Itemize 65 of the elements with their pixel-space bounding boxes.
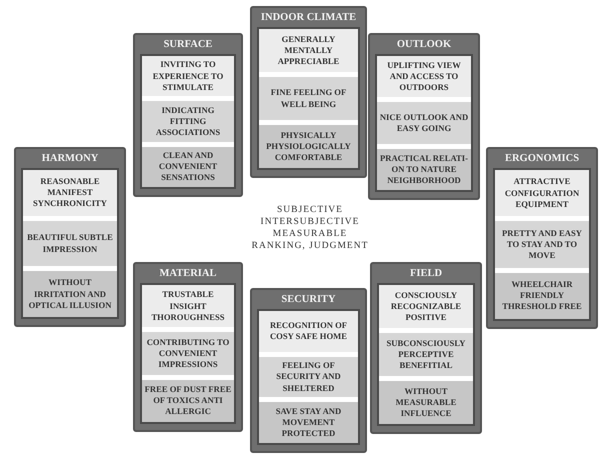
category-card xyxy=(370,262,482,434)
category-card xyxy=(133,262,243,432)
card-heading: SECURITY xyxy=(280,293,337,307)
criterion-text: INVITING TO EXPERIENCE TO STIMULATE xyxy=(152,59,224,93)
criterion-band xyxy=(495,272,589,319)
criterion-band xyxy=(379,381,473,424)
criterion-text: PRETTY AND EASY TO STAY AND TO MOVE xyxy=(501,228,583,262)
criterion-text: FREE OF DUST FREE OF TOXICS ANTI ALLERGIC xyxy=(144,384,232,418)
criterion-text: WHEELCHAIR FRIENDLY THRESHOLD FREE xyxy=(501,279,583,313)
criterion-band xyxy=(259,356,358,398)
criterion-text: FINE FEELING OF WELL BEING xyxy=(270,87,348,110)
card-heading: SURFACE xyxy=(162,38,214,52)
card-heading: ERGONOMICS xyxy=(504,152,580,166)
criterion-text: TRUSTABLE INSIGHT THOROUGHNESS xyxy=(150,289,226,323)
criterion-band xyxy=(259,125,358,168)
criterion-text: CONSCIOUSLY RECOGNIZABLE POSITIVE xyxy=(390,290,462,324)
criterion-band xyxy=(142,146,234,187)
criterion-text: CONTRIBUTING TO CONVENIENT IMPRESSIONS xyxy=(146,336,230,370)
criterion-text: SAVE STAY AND MOVEMENT PROTECTED xyxy=(274,406,342,440)
card-heading: HARMONY xyxy=(40,152,100,166)
criterion-text: PHYSICALLY PHYSIOLOGICALLY COMFORTABLE xyxy=(265,130,352,164)
criterion-band xyxy=(23,220,117,266)
criterion-text: SUBCONSCIOUSLY PERCEPTIVE BENEFITIAL xyxy=(386,338,466,372)
criterion-band xyxy=(495,221,589,268)
center-label: MEASURABLE xyxy=(272,229,348,239)
criterion-band xyxy=(379,333,473,376)
criterion-band xyxy=(142,101,234,142)
criterion-band xyxy=(259,29,358,72)
criterion-band xyxy=(379,285,473,328)
criterion-text: PRACTICAL RELATI- ON TO NATURE NEIGHBORHOOD xyxy=(379,152,469,186)
center-label: RANKING, JUDGMENT xyxy=(250,241,370,251)
criterion-band xyxy=(142,285,234,328)
card-heading: INDOOR CLIMATE xyxy=(260,11,358,25)
category-card xyxy=(133,33,243,197)
category-card xyxy=(486,147,598,329)
criterion-text: INDICATING FITTING ASSOCIATIONS xyxy=(154,104,222,138)
criterion-text: FEELING OF SECURITY AND SHELTERED xyxy=(275,360,342,394)
criterion-band xyxy=(377,102,471,144)
criterion-band xyxy=(377,56,471,98)
center-label: SUBJECTIVE xyxy=(276,205,344,215)
criterion-band xyxy=(495,170,589,216)
criterion-band xyxy=(259,311,358,352)
criterion-text: WITHOUT IRRITATION AND OPTICAL ILLUSION xyxy=(28,277,112,311)
criterion-band xyxy=(23,271,117,318)
card-heading: MATERIAL xyxy=(158,267,218,281)
criterion-text: RECOGNITION OF COSY SAFE HOME xyxy=(268,320,348,342)
category-card xyxy=(250,6,367,178)
card-heading: FIELD xyxy=(408,267,444,281)
criterion-band xyxy=(23,170,117,216)
criterion-text: UPLIFTING VIEW AND ACCESS TO OUTDOORS xyxy=(386,60,462,94)
criterion-text: REASONABLE MANIFEST SYNCHRONICITY xyxy=(32,176,108,210)
criterion-band xyxy=(142,56,234,96)
criterion-text: NICE OUTLOOK AND EASY GOING xyxy=(378,112,470,134)
category-card xyxy=(250,288,367,453)
criterion-text: WITHOUT MEASURABLE INFLUENCE xyxy=(394,386,458,420)
center-label: INTERSUBJECTIVE xyxy=(260,217,360,227)
category-card xyxy=(368,33,480,200)
criterion-text: ATTRACTIVE CONFIGURATION EQUIPMENT xyxy=(504,176,580,210)
criterion-band xyxy=(259,402,358,444)
criterion-band xyxy=(259,77,358,120)
criterion-text: GENERALLY MENTALLY APPRECIABLE xyxy=(276,34,340,68)
card-heading: OUTLOOK xyxy=(396,38,452,52)
category-card xyxy=(14,147,126,327)
criterion-text: CLEAN AND CONVENIENT SENSATIONS xyxy=(158,150,218,184)
criterion-text: BEAUTIFUL SUBTLE IMPRESSION xyxy=(26,232,114,255)
